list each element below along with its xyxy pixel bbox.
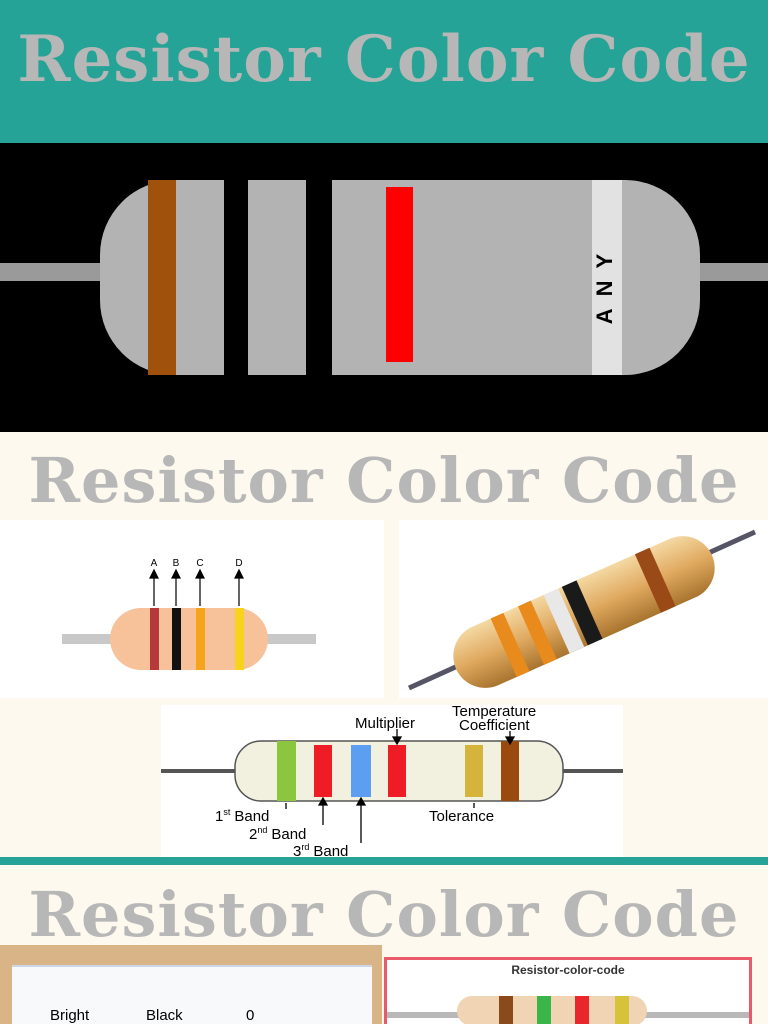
- body-gap: [224, 180, 248, 380]
- green-band: [537, 996, 551, 1024]
- orange-band: [490, 612, 530, 678]
- brown-band: [148, 180, 176, 375]
- red-band: [386, 187, 413, 362]
- resistor-code-panel: Resistor-color-code: [384, 957, 752, 1024]
- body-gap: [306, 180, 332, 380]
- page-title: Resistor Color Code: [17, 22, 751, 97]
- temperature-band: [501, 741, 519, 801]
- orange-band: [517, 600, 557, 665]
- code-panel-title: Resistor-color-code: [511, 963, 625, 977]
- multiplier-band: [388, 745, 406, 797]
- section-divider: [0, 857, 768, 865]
- color-table: Bright Black 0: [12, 965, 372, 1024]
- letter-c: C: [196, 558, 203, 569]
- resistor-closeup-illustration: ANY: [0, 180, 768, 380]
- tolerance-band: [465, 745, 483, 797]
- marking-text: ANY: [592, 242, 617, 324]
- pointer-arrows: [285, 729, 516, 843]
- color-cell: Black: [146, 1007, 183, 1024]
- resistor-body: [110, 608, 268, 670]
- black-band: [561, 580, 603, 646]
- marking-strip: [592, 180, 622, 375]
- red-band: [575, 996, 589, 1024]
- resistor-3d-illustration: [399, 520, 768, 698]
- brown-band: [499, 996, 513, 1024]
- resistor-photo: ANY: [0, 143, 768, 432]
- multiplier-label: Multiplier: [355, 715, 415, 732]
- color-table-photo: Bright Black 0: [0, 945, 382, 1024]
- labeled-band-diagram: Multiplier Temperature Coefficient Toler…: [161, 705, 623, 858]
- third-band: [351, 745, 371, 797]
- brown-band: [634, 547, 676, 613]
- tolerance-label: Tolerance: [429, 808, 494, 825]
- header-banner: [0, 0, 768, 143]
- lettered-band-diagram: A B C D: [0, 520, 384, 698]
- white-band: [543, 588, 585, 654]
- letter-b: B: [173, 558, 180, 569]
- band-d: [235, 608, 244, 670]
- band-a: [150, 608, 159, 670]
- gold-band: [615, 996, 629, 1024]
- second-band: [314, 745, 332, 797]
- coefficient-label: Coefficient: [459, 717, 530, 734]
- section-title: Resistor Color Code: [28, 444, 740, 517]
- section-title: Resistor Color Code: [28, 878, 740, 951]
- band-c: [196, 608, 205, 670]
- first-band: [277, 741, 296, 801]
- letter-a: A: [151, 558, 158, 569]
- band-b: [172, 608, 181, 670]
- temperature-label: Temperature: [452, 705, 536, 720]
- arrows: [149, 568, 244, 606]
- letter-d: D: [235, 558, 242, 569]
- mnemonic-cell: Bright: [50, 1007, 90, 1024]
- value-cell: 0: [246, 1007, 255, 1024]
